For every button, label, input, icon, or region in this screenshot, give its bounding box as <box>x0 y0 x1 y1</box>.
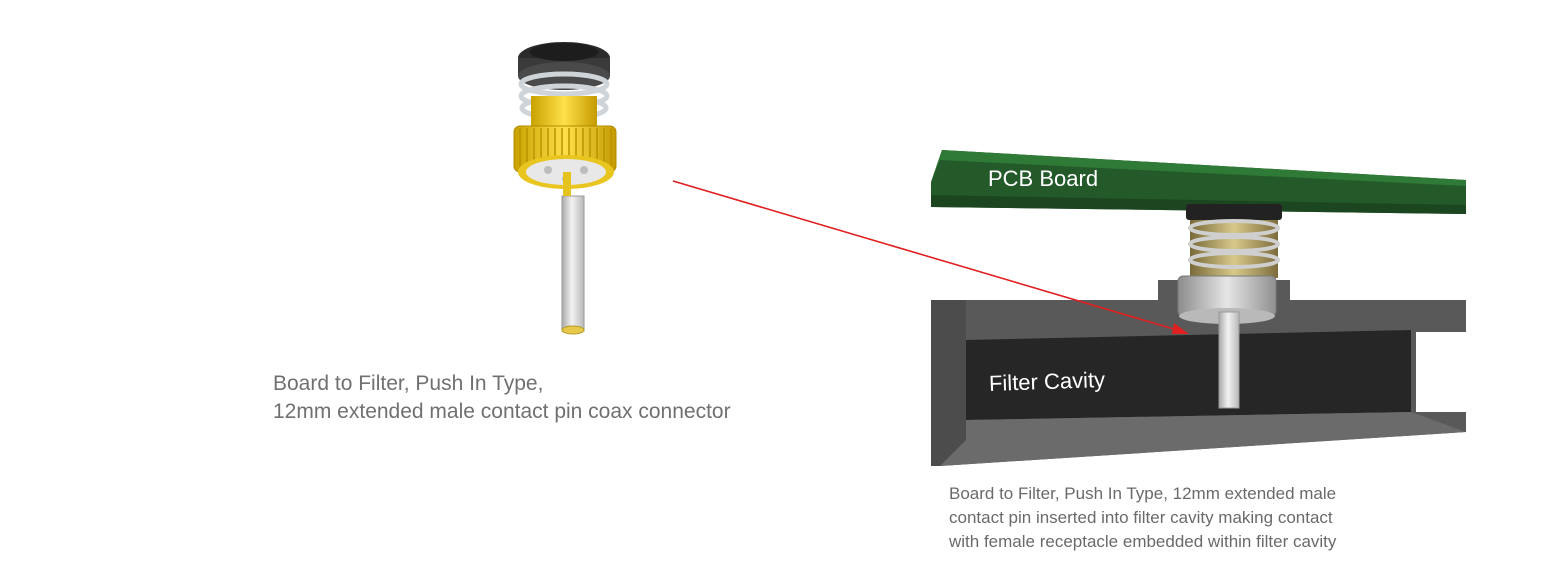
assembly-caption-line: with female receptacle embedded within f… <box>949 532 1337 551</box>
connector-caption: Board to Filter, Push In Type, 12mm exte… <box>273 370 731 426</box>
pin-tip <box>561 325 585 335</box>
filter-cavity-label: Filter Cavity <box>988 366 1106 396</box>
filter-cavity <box>966 330 1411 420</box>
assembly-illustration <box>931 150 1466 466</box>
pointer-arrow <box>672 180 1189 334</box>
connector-caption-line: Board to Filter, Push In Type, <box>273 372 544 395</box>
pcb-board-label: PCB Board <box>988 166 1099 191</box>
inserted-contact-pin <box>1218 311 1240 409</box>
assembly-caption-line: contact pin inserted into filter cavity … <box>949 508 1333 527</box>
assembly-caption: Board to Filter, Push In Type, 12mm exte… <box>949 482 1429 554</box>
connector-caption-line: 12mm extended male contact pin coax conn… <box>273 400 731 423</box>
connector-illustration <box>513 42 617 335</box>
assembly-caption-line: Board to Filter, Push In Type, 12mm exte… <box>949 484 1337 503</box>
contact-pin <box>561 195 585 332</box>
